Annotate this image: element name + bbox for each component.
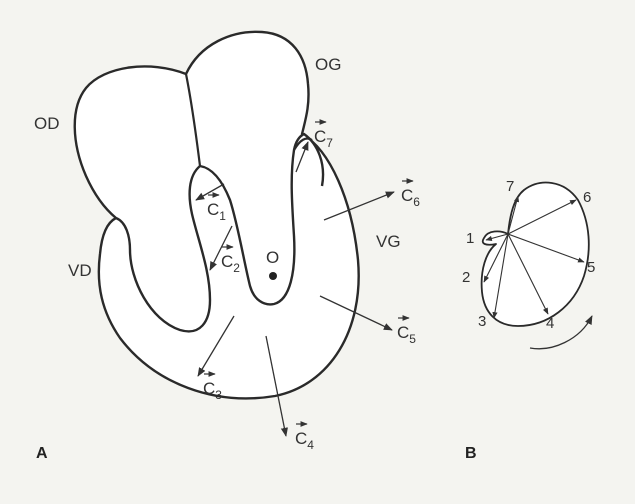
loop-number-2: 2 bbox=[462, 269, 470, 286]
origin-point bbox=[269, 272, 277, 280]
label-od: OD bbox=[34, 114, 60, 133]
svg-text:C3: C3 bbox=[203, 379, 222, 402]
vector-c5-arrow bbox=[319, 295, 393, 331]
svg-text:C7: C7 bbox=[314, 127, 333, 150]
vector-label-c1: C1 bbox=[207, 192, 226, 223]
vector-label-c4: C4 bbox=[295, 421, 314, 452]
loop-vector-6 bbox=[507, 199, 577, 235]
svg-text:C2: C2 bbox=[221, 252, 240, 275]
vector-c2-arrow bbox=[209, 225, 233, 271]
svg-text:C1: C1 bbox=[207, 200, 226, 223]
loop-vector-7 bbox=[507, 195, 520, 235]
svg-text:C4: C4 bbox=[295, 429, 314, 452]
vector-c3-arrow bbox=[197, 315, 235, 377]
loop-vector-5 bbox=[507, 233, 585, 263]
loop-vector-3 bbox=[492, 233, 509, 319]
label-og: OG bbox=[315, 55, 341, 74]
lv-lobe bbox=[293, 137, 313, 151]
rotation-arrow bbox=[529, 315, 593, 350]
vector-label-c3: C3 bbox=[203, 371, 222, 402]
vector-label-c6: C6 bbox=[401, 178, 420, 209]
loop-vector-1 bbox=[485, 233, 509, 241]
loop-vector-4 bbox=[507, 233, 549, 315]
svg-text:C5: C5 bbox=[397, 323, 416, 346]
label-vg: VG bbox=[376, 232, 401, 251]
loop-number-7: 7 bbox=[506, 178, 514, 195]
vector-label-c7: C7 bbox=[314, 119, 333, 150]
vector-label-c2: C2 bbox=[221, 244, 240, 275]
loop-vector-2 bbox=[483, 233, 509, 283]
label-vd: VD bbox=[68, 261, 92, 280]
vector-c7-arrow bbox=[295, 141, 309, 173]
svg-text:C6: C6 bbox=[401, 186, 420, 209]
vector-c4-arrow bbox=[265, 335, 288, 437]
right-ventricle-notch bbox=[115, 165, 212, 333]
loop-number-labels: 1 2 3 4 5 6 7 bbox=[462, 178, 595, 332]
vector-c6-arrow bbox=[323, 191, 395, 221]
loop-number-3: 3 bbox=[478, 313, 486, 330]
loop-number-1: 1 bbox=[466, 230, 474, 247]
vector-arrows-a bbox=[195, 141, 395, 437]
panel-label-a: A bbox=[36, 445, 48, 462]
vector-c1-arrow bbox=[195, 183, 225, 201]
panel-label-b: B bbox=[465, 445, 477, 462]
vector-arrows-b bbox=[483, 195, 585, 319]
origin-label: O bbox=[266, 248, 279, 267]
septal-groove bbox=[199, 132, 325, 306]
heart-outline bbox=[73, 30, 360, 400]
vector-label-c5: C5 bbox=[397, 315, 416, 346]
loop-number-4: 4 bbox=[546, 315, 554, 332]
vector-loop bbox=[480, 181, 590, 327]
loop-number-6: 6 bbox=[583, 189, 591, 206]
loop-number-5: 5 bbox=[587, 259, 595, 276]
